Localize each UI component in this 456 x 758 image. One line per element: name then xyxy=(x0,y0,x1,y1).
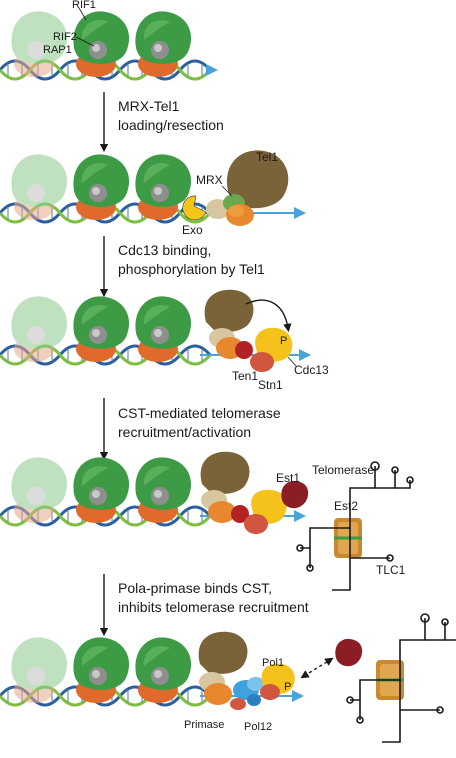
est1-subunit xyxy=(281,480,309,509)
label-rif2: RIF2 xyxy=(53,31,77,43)
label-rap1: RAP1 xyxy=(43,44,72,56)
ten1-subunit xyxy=(235,341,253,359)
label-est2: Est2 xyxy=(334,499,358,513)
dissociation-arrow-icon xyxy=(300,657,334,679)
step-text-line: MRX-Tel1 xyxy=(118,98,180,114)
exo-pacman-icon xyxy=(182,195,207,221)
mrx-tel1-complex xyxy=(204,289,254,359)
step-text-line: recruitment/activation xyxy=(118,424,251,440)
step-text-line: Cdc13 binding, xyxy=(118,242,211,258)
label-cdc13: Cdc13 xyxy=(294,363,329,377)
est2-telomerase-body xyxy=(334,518,362,558)
mrx-tel1-complex xyxy=(198,631,248,705)
ten1-subunit xyxy=(231,505,249,523)
stn1-subunit xyxy=(260,684,280,700)
label-ten1: Ten1 xyxy=(232,369,258,383)
step-3-panel: P Cdc13 Ten1 Stn1 xyxy=(0,289,329,392)
label-est1: Est1 xyxy=(276,471,300,485)
label-mrx: MRX xyxy=(196,173,223,187)
label-tlc1: TLC1 xyxy=(376,563,406,577)
step-text-line: Pola-primase binds CST, xyxy=(118,580,272,596)
step-1-panel: RIF1 RIF2 RAP1 xyxy=(0,0,218,81)
label-tel1: Tel1 xyxy=(256,150,278,164)
step-text-line: loading/resection xyxy=(118,117,224,133)
mrx-tel1-complex xyxy=(200,451,250,523)
label-p: P xyxy=(280,335,287,347)
transition-4: Pola-primase binds CST, inhibits telomer… xyxy=(99,574,309,637)
phosphorylation-arrow-icon xyxy=(245,299,292,333)
transition-1: MRX-Tel1 loading/resection xyxy=(99,92,224,153)
label-p: P xyxy=(284,681,291,693)
step-text-line: inhibits telomerase recruitment xyxy=(118,599,309,615)
step-4-panel: Est1 Telomerase Est2 TLC1 xyxy=(0,451,414,591)
label-stn1: Stn1 xyxy=(258,378,283,392)
label-pol1: Pol1 xyxy=(262,657,284,669)
label-exo: Exo xyxy=(182,223,203,237)
step-text-line: CST-mediated telomerase xyxy=(118,405,281,421)
label-rif1: RIF1 xyxy=(72,0,96,11)
step-2-panel: Tel1 MRX Exo xyxy=(0,150,306,237)
label-pol12: Pol12 xyxy=(244,721,272,733)
est1-subunit xyxy=(335,638,363,667)
stn1-subunit xyxy=(244,514,268,534)
step-text-line: phosphorylation by Tel1 xyxy=(118,261,265,277)
stn1-subunit xyxy=(250,352,274,372)
label-primase: Primase xyxy=(184,719,224,731)
step-5-panel: Pol1 P Primase Pol12 xyxy=(0,613,456,743)
pol-alpha-primase-complex xyxy=(230,677,265,710)
transition-3: CST-mediated telomerase recruitment/acti… xyxy=(99,398,281,461)
label-telomerase: Telomerase xyxy=(312,463,374,477)
transition-2: Cdc13 binding, phosphorylation by Tel1 xyxy=(99,236,265,298)
